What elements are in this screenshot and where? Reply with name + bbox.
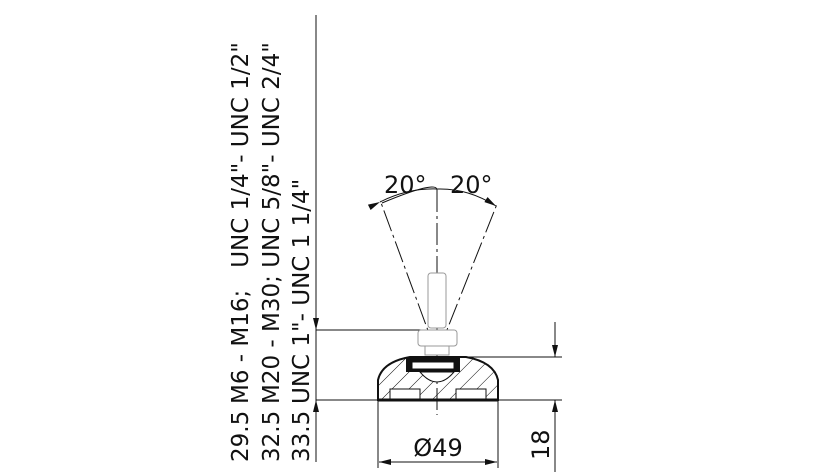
angle-right-label: 20° bbox=[450, 171, 493, 199]
height-dimension-left bbox=[313, 15, 428, 462]
diameter-label: Ø49 bbox=[413, 434, 462, 462]
height-dimension-right: 18 bbox=[466, 322, 562, 472]
thread-spec-row-2: 32.5 M20 - M30; UNC 5/8"- UNC 2/4" bbox=[259, 42, 285, 462]
height-value: 32.5 bbox=[259, 411, 285, 462]
threaded-stud bbox=[417, 272, 458, 356]
base-section bbox=[377, 356, 499, 402]
tilt-angle-cone: 20° 20° bbox=[367, 171, 498, 415]
height-value: 29.5 bbox=[228, 411, 254, 462]
diameter-dimension: Ø49 bbox=[377, 400, 499, 468]
height-value: 33.5 bbox=[289, 411, 315, 462]
thread-range: M6 - M16; UNC 1/4"- UNC 1/2" bbox=[228, 42, 254, 404]
height-label: 18 bbox=[527, 429, 555, 460]
thread-spec-row-3: 33.5 UNC 1"- UNC 1 1/4" bbox=[289, 179, 315, 462]
thread-spec-row-1: 29.5 M6 - M16; UNC 1/4"- UNC 1/2" bbox=[228, 42, 254, 462]
angle-left-label: 20° bbox=[384, 171, 427, 199]
thread-range: M20 - M30; UNC 5/8"- UNC 2/4" bbox=[259, 42, 285, 404]
thread-range: UNC 1"- UNC 1 1/4" bbox=[289, 179, 315, 404]
